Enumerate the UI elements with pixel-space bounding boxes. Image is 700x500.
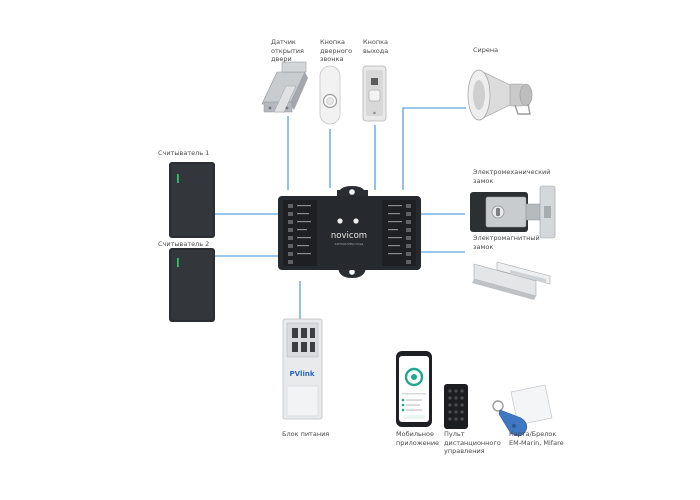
label-reader-2: Считыватель 2 bbox=[158, 240, 210, 248]
line-siren bbox=[402, 107, 466, 190]
label-mobile-app: Мобильное приложение bbox=[396, 430, 440, 447]
card-reader-icon bbox=[169, 162, 215, 238]
key-fob-icon bbox=[492, 400, 528, 437]
label-door-sensor: Датчик открытия двери bbox=[271, 38, 304, 63]
controller-brand: novicom bbox=[331, 231, 367, 241]
card-reader-icon bbox=[169, 248, 215, 322]
label-siren: Сирена bbox=[473, 46, 499, 54]
exit-button-icon bbox=[362, 65, 387, 122]
label-exit-button: Кнопка выхода bbox=[363, 38, 389, 55]
label-reader-1: Считыватель 1 bbox=[158, 149, 210, 157]
label-remote: Пульт дистанционного управления bbox=[444, 430, 501, 455]
power-supply-icon bbox=[282, 318, 323, 420]
doorbell-icon bbox=[319, 65, 341, 125]
label-electromech-lock: Электромеханический замок bbox=[473, 168, 551, 185]
siren-horn-icon bbox=[467, 69, 533, 121]
electromagnetic-lock-icon bbox=[472, 261, 551, 300]
label-doorbell-button: Кнопка дверного звонка bbox=[320, 38, 353, 63]
label-power-supply: Блок питания bbox=[282, 430, 330, 438]
controller-subtitle: контроллер скуд bbox=[335, 242, 364, 246]
controller-icon bbox=[278, 186, 421, 278]
label-card-fob: Карта/Брелок EM-Marin, Mifare bbox=[509, 430, 564, 447]
connector-lines bbox=[214, 107, 466, 319]
label-electromag-lock: Электромагнитный замок bbox=[473, 234, 540, 251]
door-sensor-icon bbox=[261, 61, 308, 113]
smartphone-icon bbox=[396, 351, 432, 427]
electromechanical-lock-icon bbox=[470, 185, 556, 239]
power-supply-brand: PVlink bbox=[290, 370, 315, 378]
rfid-card-icon bbox=[510, 384, 553, 426]
remote-control-icon bbox=[444, 384, 468, 429]
